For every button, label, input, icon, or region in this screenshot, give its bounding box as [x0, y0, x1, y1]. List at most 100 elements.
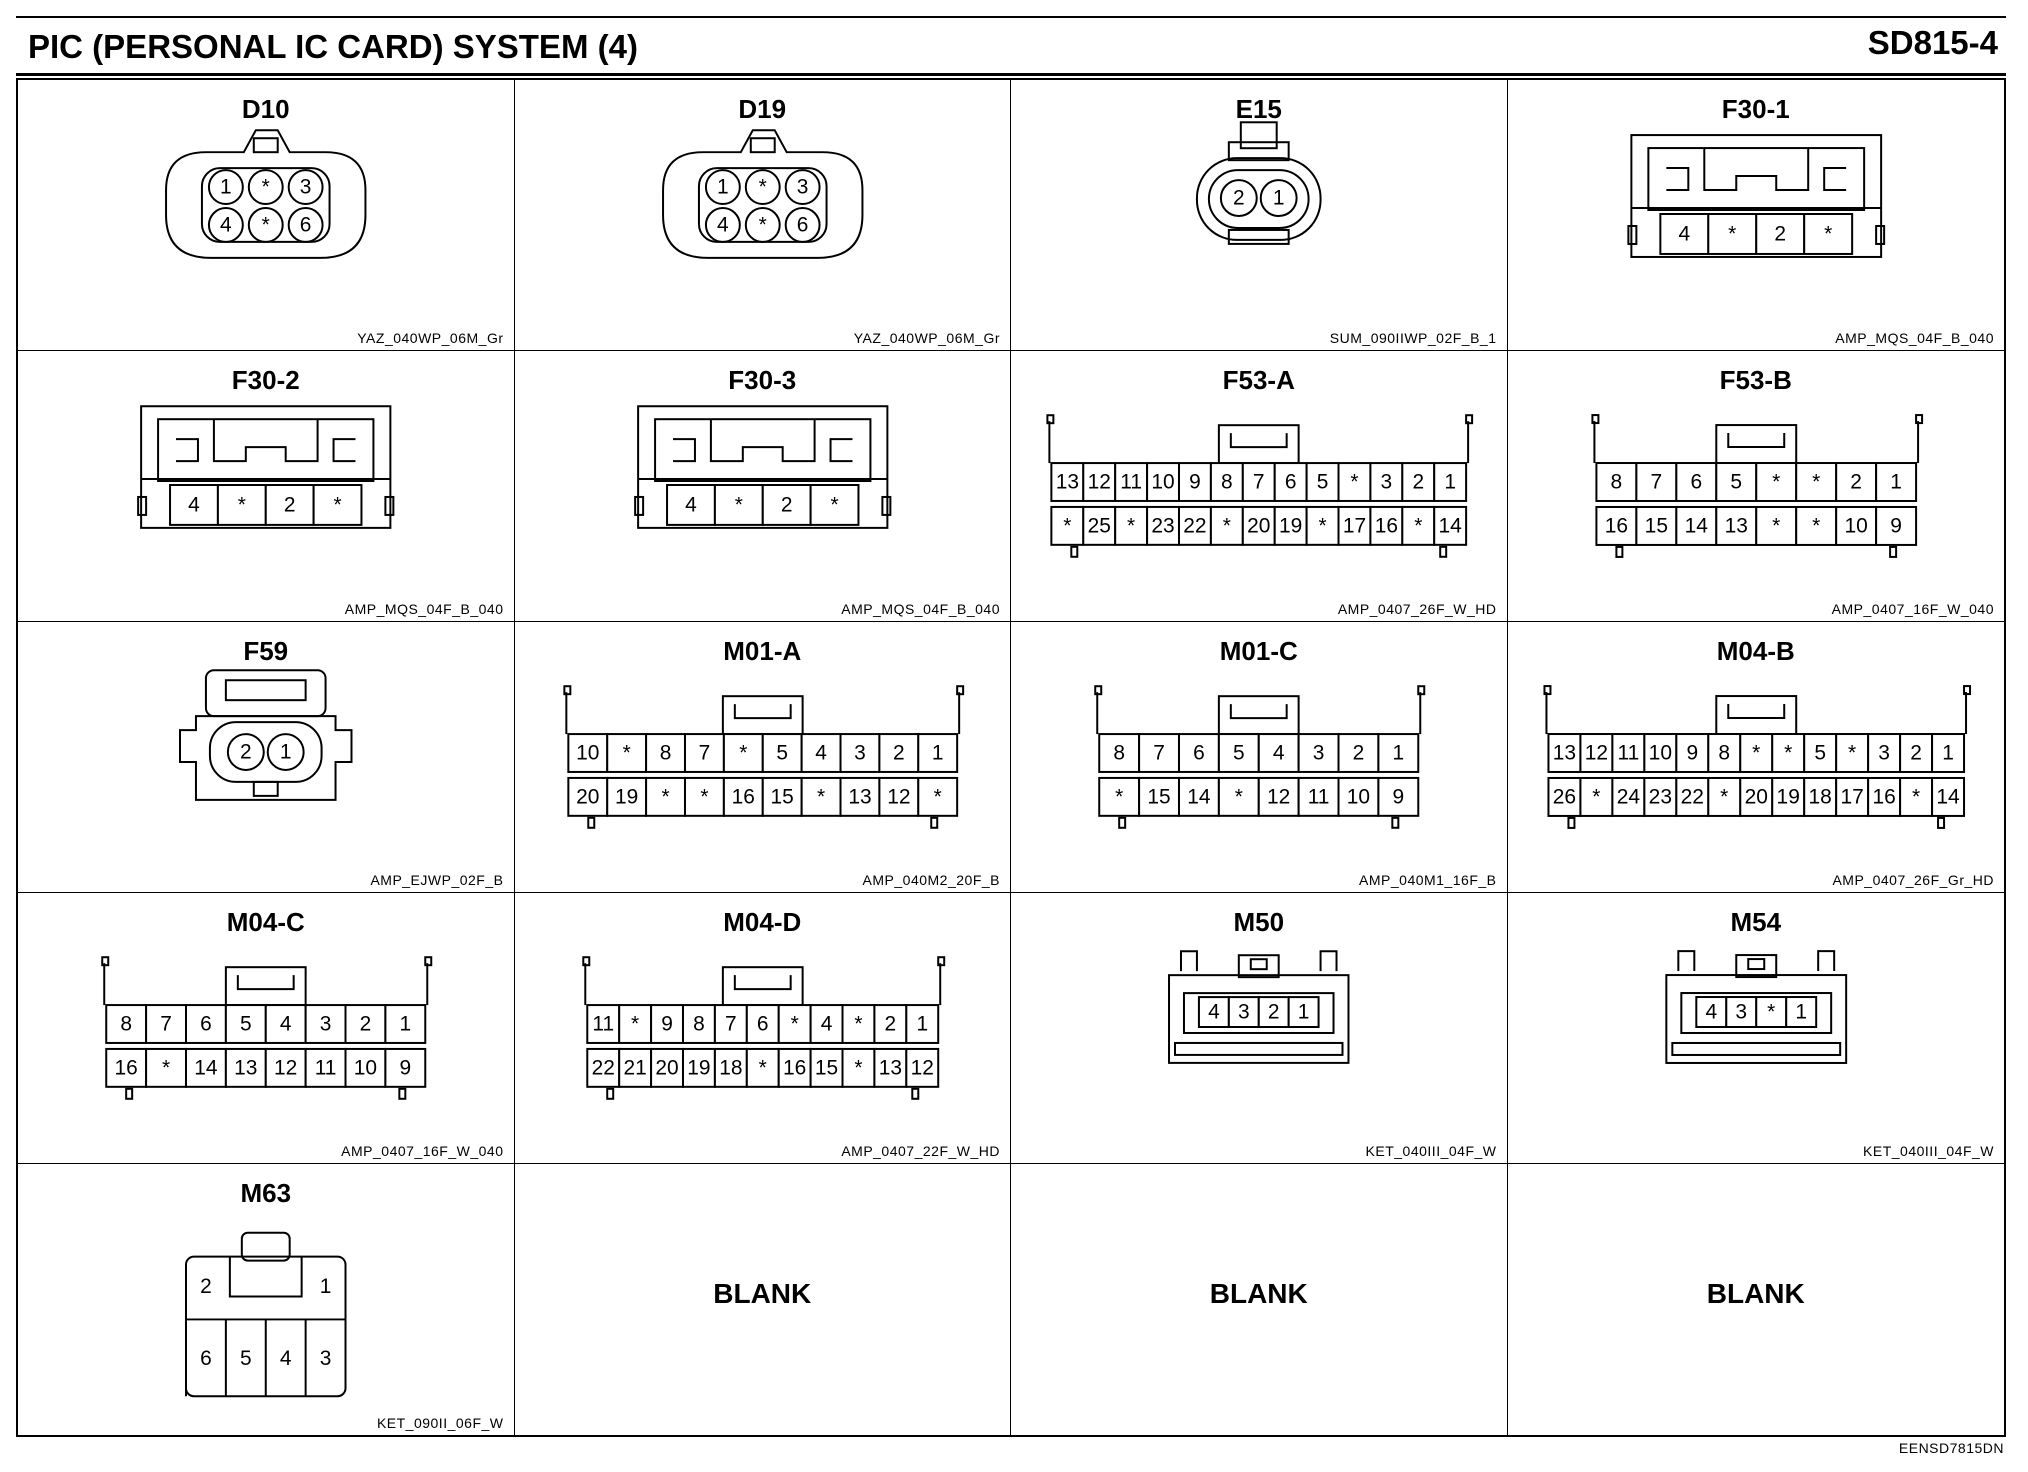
pin-label: 10: [576, 742, 599, 765]
pin-label: 9: [661, 1013, 673, 1036]
pin-label: 13: [1724, 514, 1747, 537]
page-code: SD815-4: [1867, 24, 1998, 61]
pin-circle: [744, 169, 781, 206]
pin-circle: [784, 207, 821, 243]
connector-name: M63: [240, 1178, 292, 1208]
pin-label: 2: [1268, 1001, 1280, 1024]
pin-circle: [226, 733, 265, 771]
connector-name: F30-2: [231, 365, 300, 395]
pin-label: 17: [1840, 785, 1863, 808]
pin-label: 20: [655, 1056, 678, 1079]
pin-label: 9: [1686, 742, 1698, 765]
pin-label: 2: [1233, 187, 1245, 210]
blank-label: BLANK: [1706, 1278, 1805, 1309]
pin-label: 4: [188, 493, 200, 516]
pin-label: 10: [1844, 514, 1867, 537]
pin-label: 2: [360, 1013, 372, 1036]
pin-label: 2: [884, 1013, 896, 1036]
blank-cell: BLANK: [1508, 1164, 2005, 1435]
pin-label: 4: [280, 1013, 292, 1036]
pin-label: *: [830, 493, 838, 516]
connector-part-code: KET_040III_04F_W: [1863, 1143, 1994, 1159]
pin-label: *: [262, 213, 270, 236]
pin-label: 4: [815, 742, 827, 765]
connector-name: M04-C: [226, 907, 305, 937]
pin-label: 7: [160, 1013, 172, 1036]
pin-label: 19: [1776, 785, 1799, 808]
connector-part-code: AMP_0407_26F_Gr_HD: [1832, 872, 1994, 888]
pin-label: *: [1127, 514, 1135, 537]
pin-label: *: [854, 1056, 862, 1079]
pin-label: 23: [1648, 785, 1671, 808]
connector-body: [1626, 134, 1885, 258]
pin-label: 11: [1617, 742, 1639, 765]
pin-label: 25: [1088, 514, 1111, 537]
pin-label: 7: [1650, 471, 1662, 494]
pin-label: 8: [1113, 742, 1125, 765]
connector-part-code: KET_040III_04F_W: [1365, 1143, 1497, 1159]
pin-label: 6: [300, 213, 312, 236]
pin-circle: [1259, 179, 1298, 217]
pin-label: *: [700, 785, 708, 808]
page-title: PIC (PERSONAL IC CARD) SYSTEM (4): [28, 28, 638, 65]
pin-label: *: [1812, 471, 1820, 494]
connector-body: [1046, 414, 1474, 558]
pin-label: 1: [916, 1013, 928, 1036]
pin-label: 16: [1872, 785, 1895, 808]
connector-part-code: YAZ_040WP_06M_Gr: [357, 330, 504, 346]
pin-label: *: [758, 1056, 766, 1079]
pin-label: 8: [1718, 742, 1730, 765]
pin-label: *: [1115, 785, 1123, 808]
pin-label: 12: [910, 1056, 933, 1079]
pin-label: 22: [1680, 785, 1703, 808]
connector-part-code: AMP_040M1_16F_B: [1359, 872, 1497, 888]
pin-label: 15: [770, 785, 793, 808]
pin-label: 3: [320, 1013, 332, 1036]
pin-circle: [287, 207, 324, 243]
pin-label: 4: [280, 1347, 292, 1370]
pin-label: 15: [1147, 785, 1170, 808]
connector-part-code: YAZ_040WP_06M_Gr: [853, 330, 1000, 346]
pin-label: *: [661, 785, 669, 808]
pin-label: 23: [1151, 514, 1174, 537]
pin-label: 4: [1705, 1001, 1717, 1024]
pin-label: 1: [220, 176, 232, 199]
pin-label: 16: [783, 1056, 806, 1079]
pin-label: *: [1772, 514, 1780, 537]
pin-label: *: [1848, 742, 1856, 765]
pin-label: 13: [1056, 471, 1079, 494]
pin-label: 2: [893, 742, 905, 765]
pin-label: *: [933, 785, 941, 808]
pin-label: 4: [685, 493, 697, 516]
pin-label: *: [622, 742, 630, 765]
pin-label: *: [262, 176, 270, 199]
pin-label: 12: [1267, 785, 1290, 808]
pin-label: 2: [1774, 222, 1786, 245]
pin-label: 10: [1151, 471, 1174, 494]
pin-label: 18: [719, 1056, 742, 1079]
connector-body: [1168, 950, 1350, 1064]
pin-label: 13: [1552, 742, 1575, 765]
pin-label: 11: [1308, 785, 1330, 808]
pin-label: 8: [659, 742, 671, 765]
pin-label: 1: [1890, 471, 1902, 494]
pin-label: 5: [1730, 471, 1742, 494]
connector-body: [633, 405, 891, 529]
pin-label: 3: [1238, 1001, 1250, 1024]
pin-label: 1: [320, 1275, 332, 1298]
pin-label: *: [333, 493, 341, 516]
connector-part-code: AMP_MQS_04F_B_040: [1835, 330, 1994, 346]
connector-part-code: AMP_0407_26F_W_HD: [1337, 601, 1497, 617]
pin-label: 3: [796, 176, 808, 199]
